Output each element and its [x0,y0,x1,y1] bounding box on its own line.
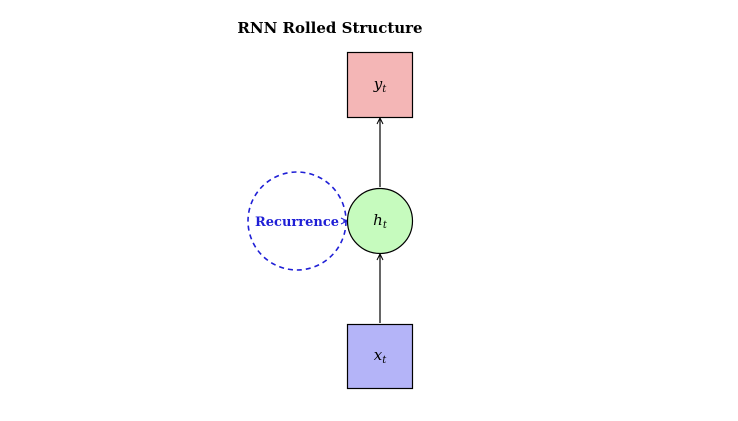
hidden-circle [346,187,414,255]
hidden-node: ht [346,187,414,255]
recurrence-label: Recurrence [255,215,339,230]
output-label-base: y [373,75,383,93]
diagram-title: RNN Rolled Structure [237,19,422,37]
input-label-sub: t [382,355,387,366]
output-label: yt [373,75,387,95]
hidden-label-sub: t [383,220,388,231]
hidden-label-base: h [373,211,383,229]
output-box [346,51,414,119]
input-label: xt [374,346,387,366]
hidden-label: ht [373,211,388,231]
input-label-base: x [374,346,383,364]
output-label-sub: t [382,84,387,95]
input-node: xt [346,323,414,390]
output-node: yt [346,51,414,119]
input-box [346,323,414,390]
